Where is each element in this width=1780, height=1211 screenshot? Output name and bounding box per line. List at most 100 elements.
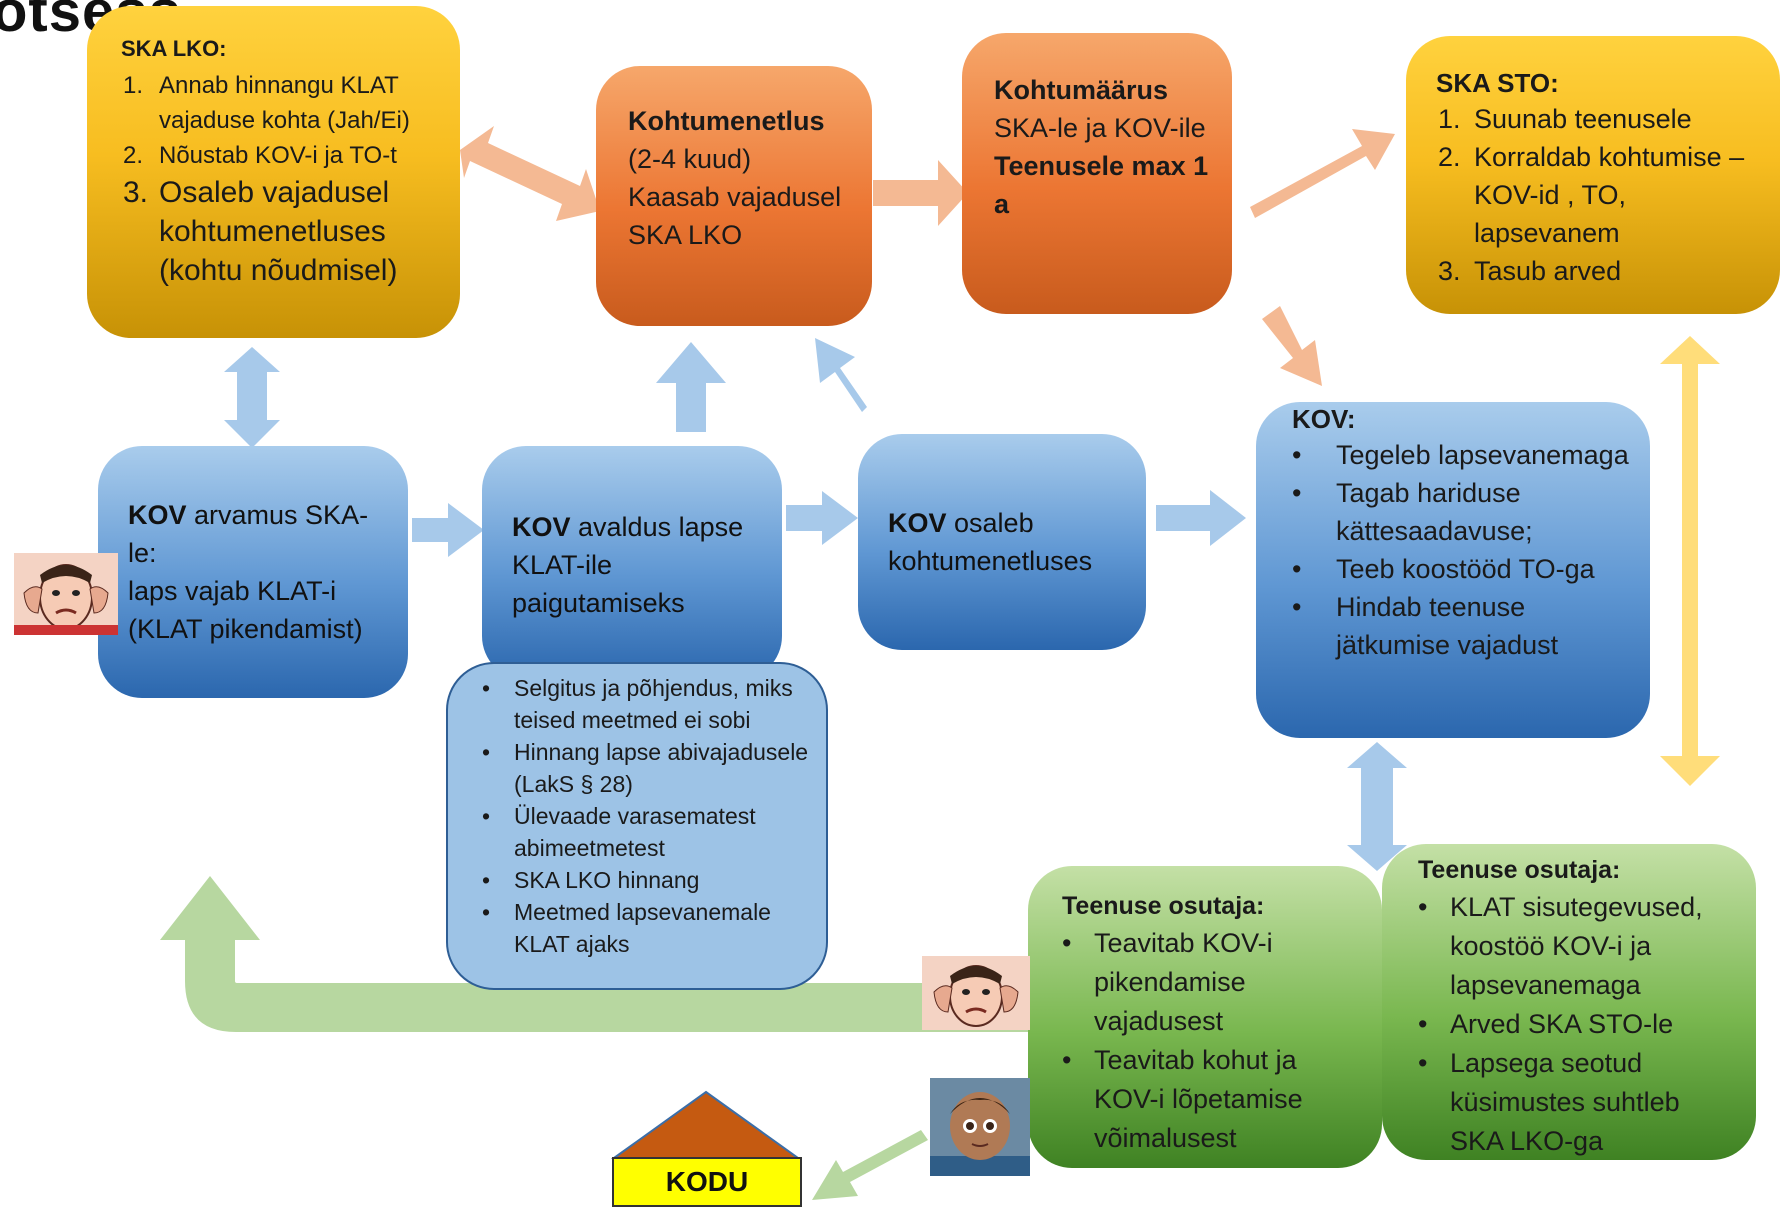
list-item-text: Teavitab KOV-i pikendamise vajadusest [1094,928,1273,1036]
kohtumenetlus-box: Kohtumenetlus (2-4 kuud) Kaasab vajaduse… [596,66,872,326]
home-arrow [812,1130,928,1200]
kov-arvamus-body: arvamus SKA-le: [128,500,369,568]
list-item-text: Lapsega seotud küsimustes suhtleb SKA LK… [1450,1048,1680,1156]
list-item-text: Annab hinnangu KLAT vajaduse kohta (Jah/… [159,72,410,134]
home-roof [610,1090,802,1159]
kohtumenetlus-body: Kaasab vajadusel SKA LKO [628,182,842,250]
list-item: KLAT sisutegevused, koostöö KOV-i ja lap… [1416,888,1736,1005]
ska-lko-list: Annab hinnangu KLAT vajaduse kohta (Jah/… [123,68,453,290]
lko-kohtumenetlus-arrow [460,126,600,221]
teenuse-osutaja-1-heading: Teenuse osutaja: [1062,892,1265,920]
list-item: •Teeb koostööd TO-ga [1292,554,1595,584]
kohtumenetlus-text: Kohtumenetlus (2-4 kuud) Kaasab vajaduse… [628,102,868,254]
teenuse-osutaja-2-list: KLAT sisutegevused, koostöö KOV-i ja lap… [1416,888,1736,1161]
ska-sto-list: Suunab teenusele Korraldab kohtumise – K… [1438,100,1753,290]
kov-avaldus-box: KOV avaldus lapse KLAT-ile paigutamiseks [482,446,782,680]
kov-main-box: KOV: •Tegeleb lapsevanemaga •Tagab harid… [1256,402,1650,738]
kohtumaarus-box: Kohtumäärus SKA-le ja KOV-ile Teenusele … [962,33,1232,314]
arvamus-avaldus-arrow [412,503,484,557]
osaleb-kov-arrow [1156,490,1246,546]
list-item-text: Suunab teenusele [1474,104,1692,134]
teenuse-osutaja-1-box: Teenuse osutaja: Teavitab KOV-i pikendam… [1028,866,1382,1168]
list-item-text: Meetmed lapsevanemale KLAT ajaks [514,899,771,957]
kohtumenetlus-duration: (2-4 kuud) [628,144,752,174]
list-item: Hinnang lapse abivajadusele (LakS § 28) [480,736,810,800]
list-item: Ülevaade varasematest abimeetmetest [480,800,810,864]
teenuse-osutaja-2-heading: Teenuse osutaja: [1418,856,1621,884]
list-item-text: Hinnang lapse abivajadusele (LakS § 28) [514,739,809,797]
avaldus-details-list: Selgitus ja põhjendus, miks teised meetm… [480,672,810,960]
home-label: KODU [665,1166,749,1197]
list-item-text: SKA LKO hinnang [514,867,700,893]
kov-arvamus-body-2: laps vajab KLAT-i (KLAT pikendamist) [128,576,363,644]
list-item: Nõustab KOV-i ja TO-t [123,138,453,173]
list-item-text: Tasub arved [1474,256,1622,286]
kohtumaarus-heading: Kohtumäärus [994,75,1169,105]
list-item-text: Tegeleb lapsevanemaga [1336,440,1629,470]
kov-main-heading: KOV: [1292,404,1356,434]
list-item-text: Nõustab KOV-i ja TO-t [159,142,397,169]
kov-label: KOV [512,512,571,542]
list-item: Arved SKA STO-le [1416,1005,1736,1044]
ska-lko-box: SKA LKO: Annab hinnangu KLAT vajaduse ko… [87,6,460,338]
ska-sto-box: SKA STO: Suunab teenusele Korraldab koht… [1406,36,1780,314]
kov-label: KOV [888,508,947,538]
kohtumenetlus-kohtumaarus-arrow [873,160,968,226]
list-item-text: Teavitab kohut ja KOV-i lõpetamise võima… [1094,1045,1303,1153]
osaleb-kohtumenetlus-arrow [815,338,867,412]
kov-arvamus-box: KOV arvamus SKA-le: laps vajab KLAT-i (K… [98,446,408,698]
avaldus-details-box: Selgitus ja põhjendus, miks teised meetm… [446,662,828,990]
kohtumaarus-max: Teenusele max 1 a [994,151,1209,219]
kov-osaleb-text: KOV osaleb kohtumenetluses [888,504,1128,580]
list-item: Teavitab kohut ja KOV-i lõpetamise võima… [1060,1041,1360,1158]
kohtumaarus-kov-arrow [1262,306,1322,386]
kohtumenetlus-heading: Kohtumenetlus [628,106,825,136]
list-item: Suunab teenusele [1438,100,1753,138]
ska-lko-heading: SKA LKO: [121,36,227,61]
lko-kov-arrow [224,347,280,448]
list-item: Annab hinnangu KLAT vajaduse kohta (Jah/… [123,68,453,138]
distressed-face-illustration [922,956,1030,1030]
list-item: •Tagab hariduse kättesaadavuse; [1292,478,1533,546]
kov-avaldus-text: KOV avaldus lapse KLAT-ile paigutamiseks [512,508,762,622]
kohtumaarus-text: Kohtumäärus SKA-le ja KOV-ile Teenusele … [994,71,1214,223]
kohtumaarus-body: SKA-le ja KOV-ile [994,113,1206,143]
list-item: •Hindab teenuse jätkumise vajadust [1292,592,1559,660]
kov-osutaja-arrow [1347,742,1407,871]
green-return-arrow [160,876,1040,1032]
list-item: Korraldab kohtumise – KOV-id , TO, lapse… [1438,138,1753,252]
home-box: KODU [612,1157,802,1207]
kov-osaleb-box: KOV osaleb kohtumenetluses [858,434,1146,650]
list-item: Tasub arved [1438,252,1753,290]
avaldus-osaleb-arrow [786,491,858,545]
list-item: Lapsega seotud küsimustes suhtleb SKA LK… [1416,1044,1736,1161]
teenuse-osutaja-2-box: Teenuse osutaja: KLAT sisutegevused, koo… [1382,844,1756,1160]
distressed-face-illustration [14,553,118,635]
list-item: Meetmed lapsevanemale KLAT ajaks [480,896,810,960]
list-item-text: Teeb koostööd TO-ga [1336,554,1595,584]
list-item-text: KLAT sisutegevused, koostöö KOV-i ja lap… [1450,892,1703,1000]
list-item: Teavitab KOV-i pikendamise vajadusest [1060,924,1360,1041]
list-item-text: Osaleb vajadusel kohtumenetluses (kohtu … [159,176,398,287]
avaldus-kohtumenetlus-arrow [656,342,726,432]
kov-avaldus-body: avaldus lapse KLAT-ile paigutamiseks [512,512,744,618]
list-item: Osaleb vajadusel kohtumenetluses (kohtu … [123,173,453,290]
kov-osaleb-body: osaleb kohtumenetluses [888,508,1093,576]
list-item-text: Ülevaade varasematest abimeetmetest [514,803,756,861]
sto-osutaja-arrow [1660,336,1720,786]
teenuse-osutaja-1-list: Teavitab KOV-i pikendamise vajadusest Te… [1060,924,1360,1158]
list-item-text: Korraldab kohtumise – KOV-id , TO, lapse… [1474,142,1745,248]
list-item: •Tegeleb lapsevanemaga [1292,440,1629,470]
kohtumaarus-sto-arrow [1250,129,1395,218]
child-face-illustration [930,1078,1030,1176]
list-item-text: Arved SKA STO-le [1450,1009,1674,1039]
list-item-text: Hindab teenuse jätkumise vajadust [1336,592,1559,660]
kov-arvamus-text: KOV arvamus SKA-le: laps vajab KLAT-i (K… [128,496,388,648]
list-item: SKA LKO hinnang [480,864,810,896]
list-item-text: Selgitus ja põhjendus, miks teised meetm… [514,675,793,733]
list-item: Selgitus ja põhjendus, miks teised meetm… [480,672,810,736]
kov-label: KOV [128,500,187,530]
list-item-text: Tagab hariduse kättesaadavuse; [1336,478,1533,546]
kov-main-list: •Tegeleb lapsevanemaga •Tagab hariduse k… [1292,436,1632,664]
